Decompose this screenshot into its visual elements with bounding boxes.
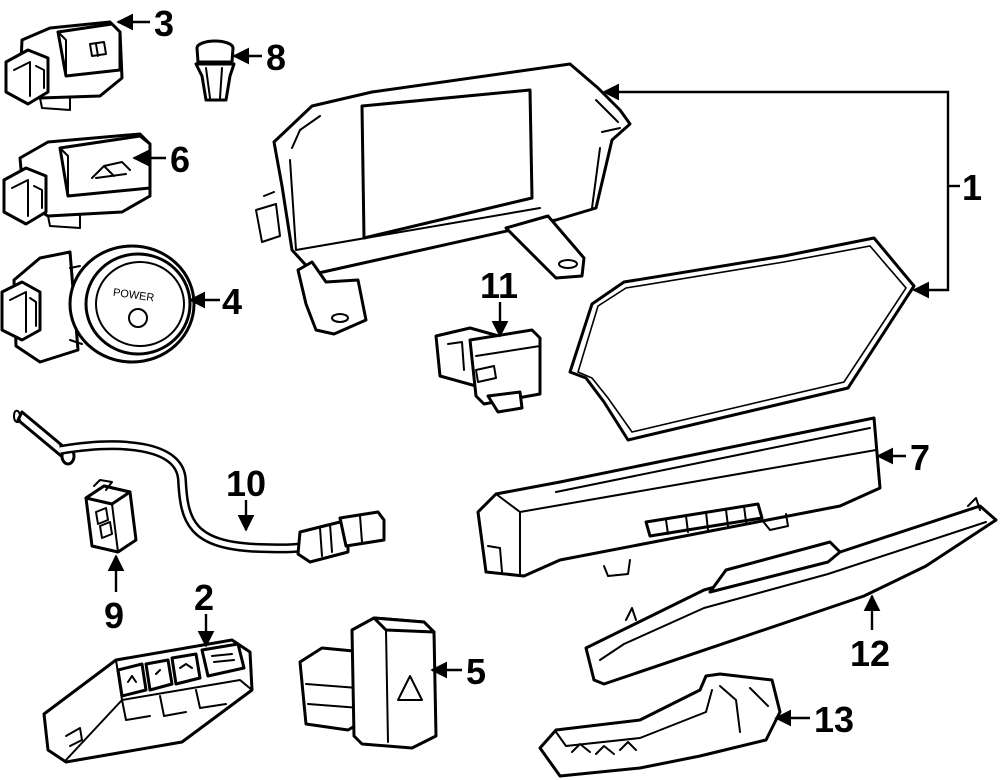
callout-7: 7	[910, 437, 930, 478]
part-10-harness	[13, 409, 386, 564]
part-1-display	[255, 62, 632, 336]
callout-10: 10	[226, 463, 266, 504]
power-label: POWER	[112, 287, 155, 305]
part-1-lens	[568, 236, 916, 442]
callout-4: 4	[222, 281, 242, 322]
callout-12: 12	[850, 633, 890, 674]
part-9-connector	[84, 479, 138, 554]
part-2-switch-panel	[42, 638, 254, 764]
callout-9: 9	[104, 595, 124, 636]
callout-3: 3	[154, 3, 174, 44]
part-8-clip	[194, 39, 236, 102]
callout-8: 8	[266, 37, 286, 78]
leader-1b	[912, 186, 950, 299]
part-4-power-button: POWER	[0, 244, 196, 364]
part-7-control-panel	[476, 416, 882, 578]
callout-13: 13	[814, 699, 854, 740]
callout-5: 5	[466, 651, 486, 692]
callout-6: 6	[170, 139, 190, 180]
leader-1	[602, 83, 950, 186]
part-13-trim	[538, 672, 782, 778]
part-5-hazard-switch	[298, 616, 438, 750]
callout-2: 2	[194, 577, 214, 618]
callouts: 3 8 6 4 10 9 2 5 11 7 12 13 1	[104, 3, 982, 740]
callout-11: 11	[480, 265, 518, 306]
part-11-connector	[434, 326, 542, 414]
part-12-bezel	[584, 497, 998, 686]
leader-lines	[107, 13, 960, 727]
part-6-switch	[2, 132, 152, 229]
callout-1: 1	[962, 167, 982, 208]
part-3-switch	[4, 20, 124, 111]
